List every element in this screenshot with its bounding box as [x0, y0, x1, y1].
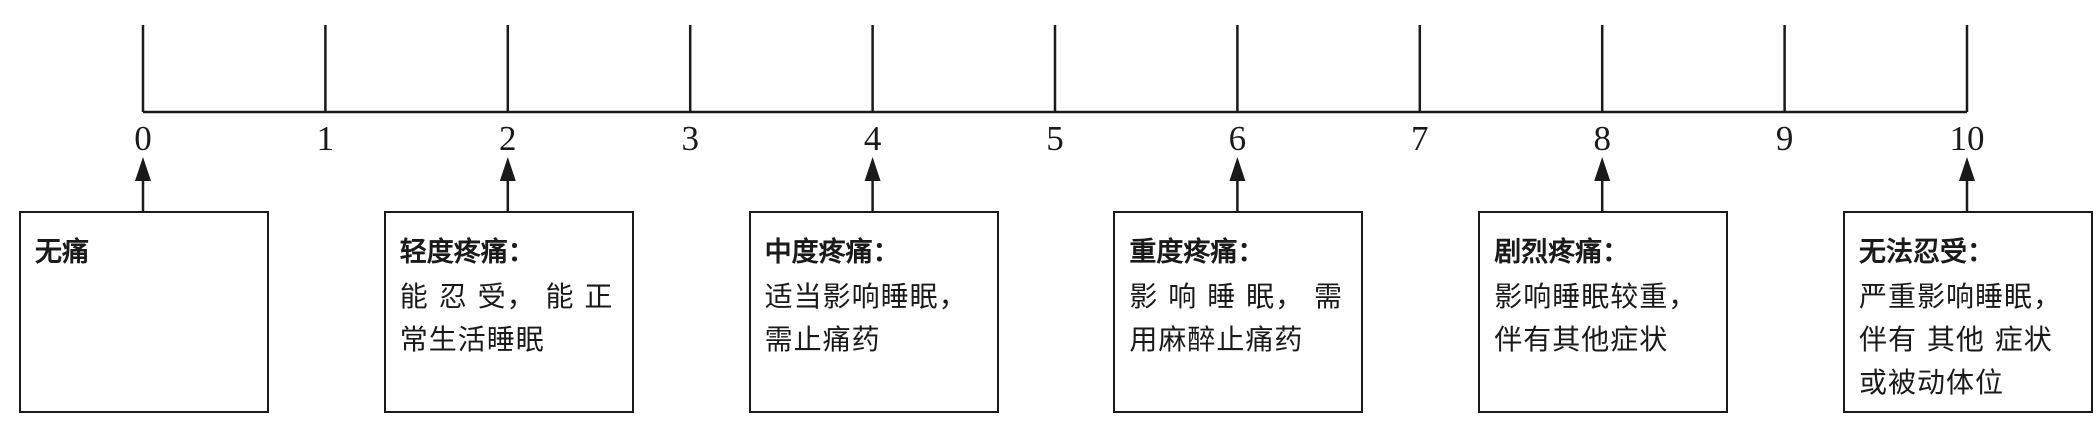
level-description-line: 能 忍 受， 能 正: [399, 280, 614, 313]
arrow-head-8: [1594, 157, 1611, 181]
tick-label-5: 5: [1046, 119, 1064, 158]
level-description-line: 严重影响睡眠，: [1859, 280, 2063, 313]
tick-label-0: 0: [134, 119, 152, 158]
level-description-line: 需止痛药: [764, 323, 881, 356]
level-box-10: 无法忍受： 严重影响睡眠， 伴有 其他 症状 或被动体位: [1843, 211, 2093, 413]
tick-label-8: 8: [1593, 119, 1611, 158]
level-title: 轻度疼痛：: [399, 237, 535, 268]
level-description-line: 伴有其他症状: [1494, 323, 1669, 356]
tick-label-6: 6: [1228, 119, 1247, 158]
arrow-head-0: [135, 157, 151, 181]
level-title: 中度疼痛：: [764, 237, 900, 268]
level-box-2: 轻度疼痛： 能 忍 受， 能 正 常生活睡眠: [383, 211, 634, 413]
arrow-head-6: [1229, 157, 1246, 181]
level-box-8: 剧烈疼痛： 影响睡眠较重， 伴有其他症状: [1478, 211, 1729, 413]
arrow-head-2: [499, 157, 516, 181]
tick-label-2: 2: [499, 119, 517, 158]
tick-label-1: 1: [316, 119, 335, 158]
level-description-line: 用麻醉止痛药: [1129, 323, 1304, 356]
level-title: 无法忍受：: [1859, 237, 1994, 268]
level-description-line: 或被动体位: [1859, 366, 2005, 399]
level-box-0: 无痛: [19, 211, 269, 413]
level-description-line: 影响睡眠较重，: [1494, 280, 1698, 313]
tick-label-10: 10: [1949, 119, 1985, 158]
tick-label-3: 3: [681, 119, 699, 158]
level-description-line: 常生活睡眠: [399, 323, 545, 356]
arrow-head-10: [1959, 157, 1975, 181]
scale-ticks: [141, 25, 1969, 112]
level-title: 重度疼痛：: [1129, 237, 1265, 268]
level-box-4: 中度疼痛： 适当影响睡眠， 需止痛药: [748, 211, 999, 413]
level-description-line: 适当影响睡眠，: [764, 280, 968, 313]
tick-label-7: 7: [1411, 119, 1429, 158]
level-description-line: 影 响 睡 眠， 需: [1129, 280, 1343, 313]
level-box-6: 重度疼痛： 影 响 睡 眠， 需 用麻醉止痛药: [1113, 211, 1364, 413]
tick-label-4: 4: [863, 119, 882, 158]
level-description-line: 伴有 其他 症状: [1859, 323, 2053, 356]
level-title: 剧烈疼痛：: [1494, 237, 1630, 268]
tick-label-9: 9: [1775, 119, 1794, 158]
level-title: 无痛: [35, 237, 89, 268]
arrow-head-4: [864, 157, 881, 181]
level-arrows: [135, 157, 1975, 211]
